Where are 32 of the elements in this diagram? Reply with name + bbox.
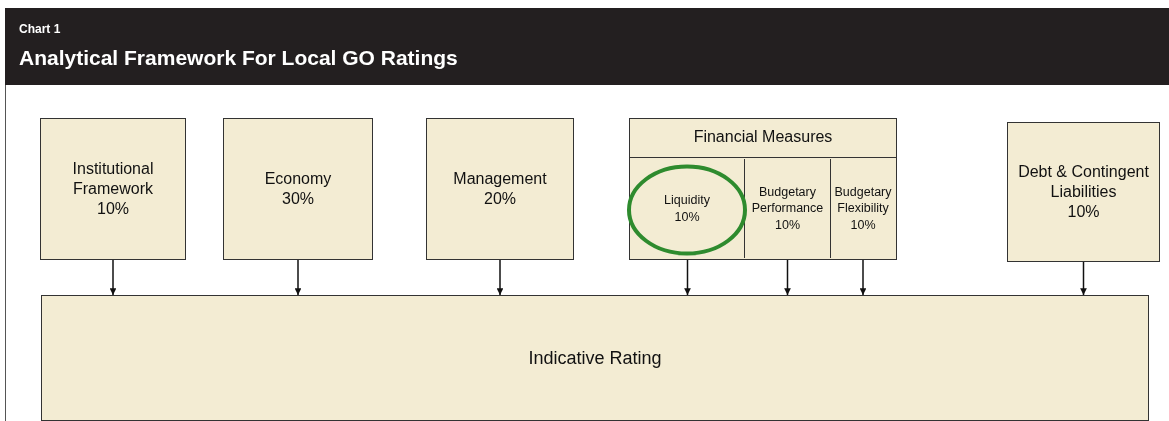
factor-box [426, 118, 574, 260]
factor-box [40, 118, 186, 260]
factor-name: Debt & Contingent Liabilities [1017, 162, 1150, 202]
chart-title: Analytical Framework For Local GO Ratings [19, 46, 458, 70]
chart-number: Chart 1 [19, 22, 61, 36]
factor-box [223, 118, 373, 260]
group-box [629, 118, 897, 260]
arrow [294, 259, 302, 296]
weight-value: 20% [483, 189, 517, 209]
factor-name: Liquidity [663, 192, 711, 209]
weight-value: 10% [673, 208, 701, 225]
arrow [109, 259, 117, 296]
arrow [784, 259, 791, 296]
weight-value: 10% [1066, 202, 1101, 222]
factor-box [41, 295, 1149, 421]
factor-box [830, 159, 895, 258]
factor-name: Budgetary Performance [750, 184, 825, 217]
factor-name: Institutional Framework [71, 159, 155, 199]
factor-name: Management [452, 169, 548, 189]
arrow [1080, 261, 1087, 296]
weight-value: 10% [849, 216, 877, 233]
factor-name: Economy [263, 169, 333, 189]
arrow [496, 259, 504, 296]
factor-box [1007, 122, 1160, 262]
arrow [859, 259, 867, 296]
weight-value: 10% [774, 216, 801, 233]
factor-name: Budgetary Flexibility [833, 184, 893, 217]
weight-value: 10% [96, 199, 130, 219]
group-heading: Financial Measures [630, 119, 896, 158]
factor-name: Indicative Rating [527, 346, 663, 370]
weight-value: 30% [281, 189, 315, 209]
arrow [684, 259, 691, 296]
